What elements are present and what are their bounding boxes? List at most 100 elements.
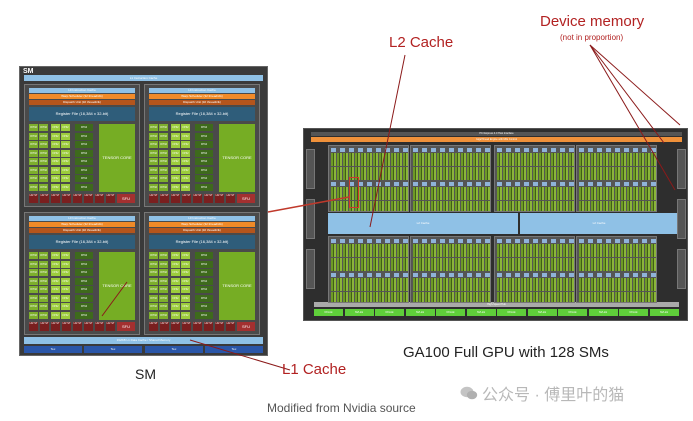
wechat-icon bbox=[460, 386, 478, 400]
gpc-block bbox=[576, 236, 657, 303]
fp32-unit: FP32 bbox=[181, 311, 190, 319]
fp64-unit: FP64 bbox=[195, 311, 213, 319]
warp-scheduler: Warp Scheduler (32 thread/clk) bbox=[149, 222, 255, 227]
gpc-block bbox=[328, 145, 409, 212]
ld-st-unit: LD/ ST bbox=[149, 322, 158, 331]
fp32-unit: FP32 bbox=[51, 141, 60, 148]
fp32-unit: FP32 bbox=[171, 183, 180, 191]
pcie-host-interface: PCI Express 4.0 Host Interface bbox=[311, 132, 682, 136]
fp32-unit: FP32 bbox=[171, 269, 180, 276]
sm-row bbox=[331, 292, 408, 302]
sm-diagram: SM L1 Instruction Cache 192KB L1 Data Ca… bbox=[19, 66, 268, 356]
sm-row bbox=[331, 187, 408, 200]
source-caption: Modified from Nvidia source bbox=[267, 401, 416, 415]
fp32-unit: FP32 bbox=[171, 286, 180, 293]
fp32-unit: FP32 bbox=[171, 260, 180, 268]
fp32-unit: FP32 bbox=[171, 124, 180, 131]
sm-row bbox=[331, 201, 408, 211]
ld-st-unit: LD/ ST bbox=[84, 322, 93, 331]
int32-unit: INT32 bbox=[149, 286, 158, 293]
ld-st-unit: LD/ ST bbox=[51, 194, 60, 203]
fp32-unit: FP32 bbox=[181, 260, 190, 268]
int32-unit: INT32 bbox=[149, 277, 158, 285]
gpc-block bbox=[576, 145, 657, 212]
sm-header-row bbox=[497, 239, 574, 243]
fp32-unit: FP32 bbox=[171, 175, 180, 182]
l0-instruction-cache: L0 Instruction Cache bbox=[29, 88, 135, 93]
l1-cache-label: L1 Cache bbox=[282, 361, 347, 378]
nvlink-port: NVLink bbox=[558, 309, 587, 316]
int32-unit: INT32 bbox=[149, 166, 158, 174]
ld-st-unit: LD/ ST bbox=[193, 322, 202, 331]
ld-st-unit: LD/ ST bbox=[106, 194, 115, 203]
int32-unit: INT32 bbox=[149, 141, 158, 148]
fp64-unit: FP64 bbox=[75, 277, 93, 285]
fp32-unit: FP32 bbox=[181, 183, 190, 191]
dispatch-unit: Dispatch Unit (32 thread/clk) bbox=[29, 228, 135, 233]
l0-instruction-cache: L0 Instruction Cache bbox=[149, 216, 255, 221]
tex-unit: Tex bbox=[145, 346, 203, 353]
int32-unit: INT32 bbox=[39, 175, 48, 182]
int32-unit: INT32 bbox=[39, 149, 48, 157]
fp32-unit: FP32 bbox=[171, 141, 180, 148]
nvlink-port: NVLink bbox=[497, 309, 526, 316]
sm-row bbox=[413, 278, 490, 291]
fp32-unit: FP32 bbox=[51, 252, 60, 259]
sfu-unit: SFU bbox=[237, 194, 255, 203]
int32-unit: INT32 bbox=[29, 303, 38, 310]
hbm-memory-stack bbox=[306, 249, 315, 289]
ld-st-unit: LD/ ST bbox=[40, 194, 49, 203]
fp64-unit: FP64 bbox=[195, 158, 213, 165]
int32-unit: INT32 bbox=[39, 124, 48, 131]
int32-unit: INT32 bbox=[149, 303, 158, 310]
int32-unit: INT32 bbox=[39, 294, 48, 302]
int32-unit: INT32 bbox=[39, 166, 48, 174]
int32-unit: INT32 bbox=[159, 124, 168, 131]
fp32-unit: FP32 bbox=[181, 286, 190, 293]
l0-instruction-cache: L0 Instruction Cache bbox=[29, 216, 135, 221]
sm-row bbox=[579, 187, 656, 200]
not-in-proportion-note: (not in proportion) bbox=[560, 33, 624, 42]
register-file: Register File (16,384 x 32-bit) bbox=[29, 107, 135, 121]
warp-scheduler: Warp Scheduler (32 thread/clk) bbox=[29, 94, 135, 99]
int32-unit: INT32 bbox=[159, 149, 168, 157]
ld-st-unit: LD/ ST bbox=[29, 194, 38, 203]
int32-unit: INT32 bbox=[149, 294, 158, 302]
hbm-memory-stack bbox=[306, 149, 315, 189]
fp64-unit: FP64 bbox=[195, 269, 213, 276]
warp-scheduler: Warp Scheduler (32 thread/clk) bbox=[149, 94, 255, 99]
fp64-unit: FP64 bbox=[75, 269, 93, 276]
sm-row bbox=[579, 167, 656, 180]
fp32-unit: FP32 bbox=[171, 294, 180, 302]
register-file: Register File (16,384 x 32-bit) bbox=[29, 235, 135, 249]
sm-header-row bbox=[413, 273, 490, 277]
gpc-block bbox=[410, 145, 491, 212]
fp64-unit: FP64 bbox=[195, 124, 213, 131]
fp64-unit: FP64 bbox=[75, 158, 93, 165]
nvlink-port: NVLink bbox=[527, 309, 557, 316]
l1-data-cache: 192KB L1 Data Cache / Shared Memory bbox=[24, 337, 263, 344]
fp64-unit: FP64 bbox=[195, 183, 213, 191]
tex-unit: Tex bbox=[24, 346, 82, 353]
dispatch-unit: Dispatch Unit (32 thread/clk) bbox=[149, 228, 255, 233]
fp32-unit: FP32 bbox=[181, 303, 190, 310]
sm-row bbox=[497, 153, 574, 166]
gpc-block bbox=[410, 236, 491, 303]
fp32-unit: FP32 bbox=[51, 183, 60, 191]
ld-st-unit: LD/ ST bbox=[149, 194, 158, 203]
sm-header-row bbox=[331, 273, 408, 277]
